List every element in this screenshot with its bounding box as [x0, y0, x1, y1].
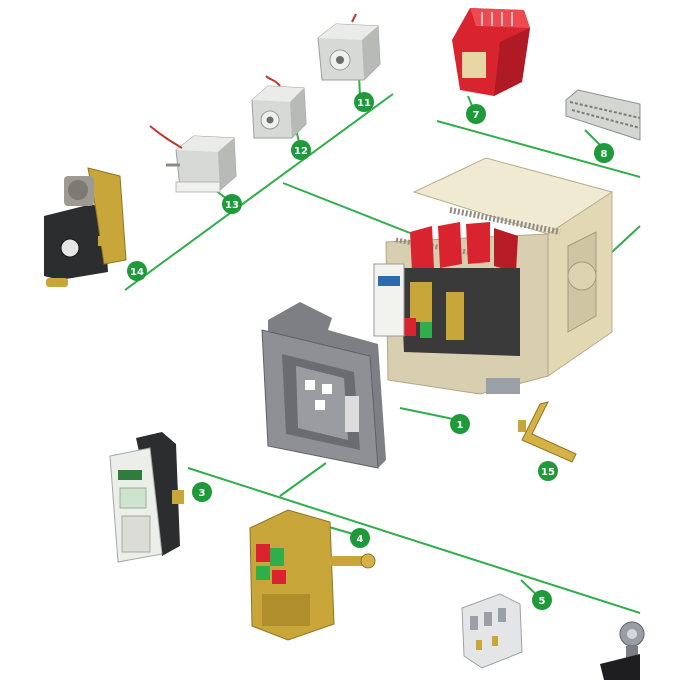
badge-8[interactable]: 8 — [594, 143, 614, 163]
terminal-strip-icon — [565, 89, 641, 141]
badge-label-1: 1 — [457, 420, 464, 431]
badge-3[interactable]: 3 — [192, 482, 212, 502]
badge-11[interactable]: 11 — [354, 92, 374, 112]
part-8-terminal-strip[interactable] — [565, 89, 641, 141]
part-14-motor-mechanism[interactable] — [44, 167, 127, 287]
part-12-release-coil[interactable] — [251, 75, 307, 139]
badge-12[interactable]: 12 — [291, 140, 311, 160]
badge-1[interactable]: 1 — [450, 414, 470, 434]
badge-label-7: 7 — [473, 110, 480, 121]
connector-main-branch — [282, 182, 411, 234]
badge-13[interactable]: 13 — [222, 194, 242, 214]
connector-1 — [399, 407, 459, 421]
connector-11-12-13-14 — [124, 93, 394, 291]
badge-label-8: 8 — [601, 149, 608, 160]
terminal-icon — [461, 593, 523, 669]
badge-7[interactable]: 7 — [466, 104, 486, 124]
badge-label-15: 15 — [541, 467, 555, 478]
badge-label-12: 12 — [294, 146, 308, 157]
part-5-terminal-block[interactable] — [461, 593, 523, 669]
connector-right-edge — [611, 225, 641, 253]
badge-label-5: 5 — [539, 596, 546, 607]
part-door-frame[interactable] — [261, 302, 386, 469]
badge-4[interactable]: 4 — [350, 528, 370, 548]
badge-label-4: 4 — [357, 534, 364, 545]
part-11-release-coil[interactable] — [317, 13, 381, 81]
part-1-circuit-breaker[interactable] — [373, 157, 614, 395]
badge-14[interactable]: 14 — [127, 261, 147, 281]
part-13-undervoltage-release[interactable] — [149, 125, 237, 193]
part-3-controller[interactable] — [109, 432, 184, 563]
connector-3-5 — [187, 467, 641, 614]
badge-label-11: 11 — [357, 98, 371, 109]
part-handle[interactable] — [600, 621, 645, 680]
part-15-crank-handle[interactable] — [518, 401, 577, 463]
badge-label-14: 14 — [130, 267, 144, 278]
number-badges: 11 12 13 14 7 8 1 15 — [127, 92, 614, 610]
part-4-interlock[interactable] — [249, 509, 376, 641]
connector-door — [279, 462, 327, 497]
badge-label-13: 13 — [225, 200, 239, 211]
badge-15[interactable]: 15 — [538, 461, 558, 481]
crank-icon — [521, 401, 577, 463]
badge-5[interactable]: 5 — [532, 590, 552, 610]
connector-7-8 — [436, 120, 641, 178]
badge-label-3: 3 — [199, 488, 206, 499]
part-7-terminal-cover[interactable] — [452, 8, 530, 96]
